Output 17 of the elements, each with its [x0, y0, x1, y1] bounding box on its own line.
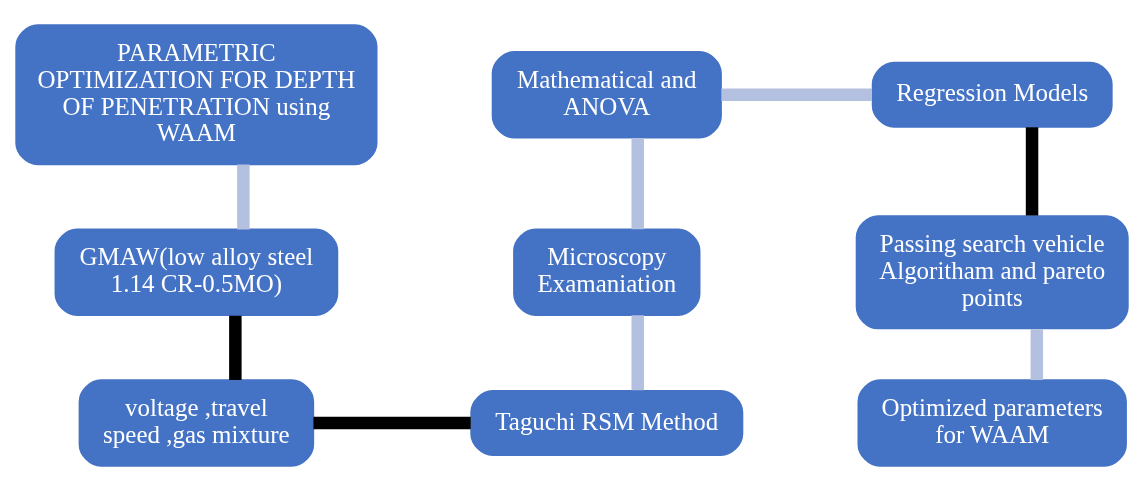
connector: [229, 315, 242, 380]
node-box: Regression Models: [871, 61, 1113, 128]
node-box: Passing search vehicle Algoritham and pareto points: [855, 214, 1129, 329]
node-box: Optimized parameters for WAAM: [857, 378, 1127, 467]
connector: [1030, 328, 1044, 380]
node-box: Taguchi RSM Method: [470, 389, 744, 456]
node-box: voltage ,travel speed ,gas mixture: [78, 378, 315, 467]
node-box: Mathematical and ANOVA: [491, 50, 722, 138]
node-box: PARAMETRIC OPTIMIZATION FOR DEPTH OF PENETRATION using WAAM: [15, 23, 378, 165]
connector: [631, 137, 644, 229]
connector: [631, 314, 644, 390]
connector: [721, 88, 873, 101]
connector: [1025, 126, 1039, 215]
node-box: GMAW(low alloy steel 1.14 CR-0.5MO): [54, 228, 339, 316]
connector: [237, 163, 250, 229]
connector: [313, 416, 471, 429]
node-box: Microscopy Examaniation: [513, 228, 701, 316]
